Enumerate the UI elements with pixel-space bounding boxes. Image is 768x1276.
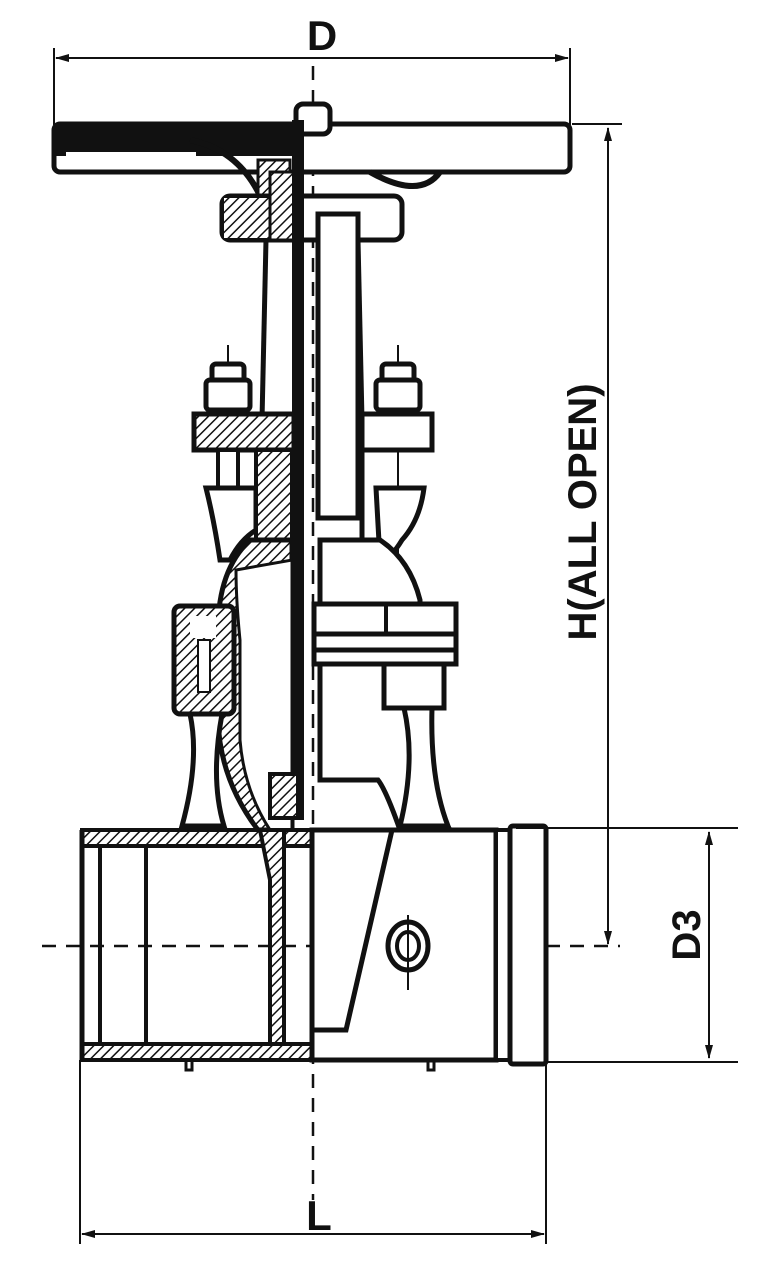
valve-body: [171, 537, 459, 833]
dimension-d3: [516, 827, 738, 1063]
dimension-l: [79, 1060, 547, 1244]
dimension-d3-label: D3: [665, 909, 709, 960]
dimension-d-label: D: [307, 12, 337, 59]
dimension-l-label: L: [306, 1192, 332, 1239]
pipe-body: [79, 823, 549, 1072]
dimension-h: [572, 123, 622, 945]
handwheel: [51, 101, 573, 202]
dimension-d: [53, 48, 571, 125]
stem: [259, 120, 365, 820]
dimension-h-label: H(ALL OPEN): [561, 383, 605, 640]
